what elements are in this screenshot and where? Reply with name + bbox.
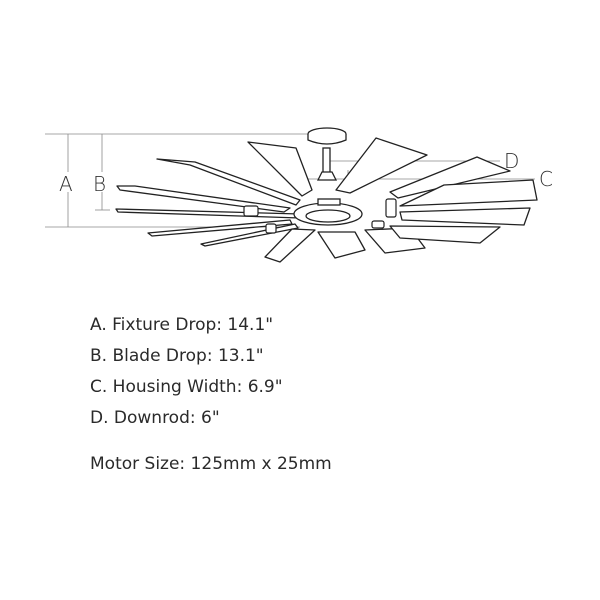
spec-downrod: D. Downrod: 6": [90, 408, 220, 428]
ceiling-fan-dimension-diagram: A B D C: [0, 0, 600, 270]
motor-housing: [293, 198, 363, 226]
dimension-specs-list: A. Fixture Drop: 14.1" B. Blade Drop: 13…: [90, 310, 283, 434]
dimension-label-d: D: [504, 149, 520, 173]
dimension-label-b: B: [93, 172, 107, 196]
spec-fixture-drop: A. Fixture Drop: 14.1": [90, 315, 274, 335]
ceiling-fan-illustration: [45, 127, 538, 263]
downrod-and-canopy: [307, 127, 347, 181]
motor-size: Motor Size: 125mm x 25mm: [90, 454, 332, 474]
spec-housing-width: C. Housing Width: 6.9": [90, 377, 283, 397]
dimension-label-c: C: [539, 167, 553, 191]
dimension-label-a: A: [59, 172, 73, 196]
spec-blade-drop: B. Blade Drop: 13.1": [90, 346, 264, 366]
blade-brackets: [243, 198, 397, 234]
